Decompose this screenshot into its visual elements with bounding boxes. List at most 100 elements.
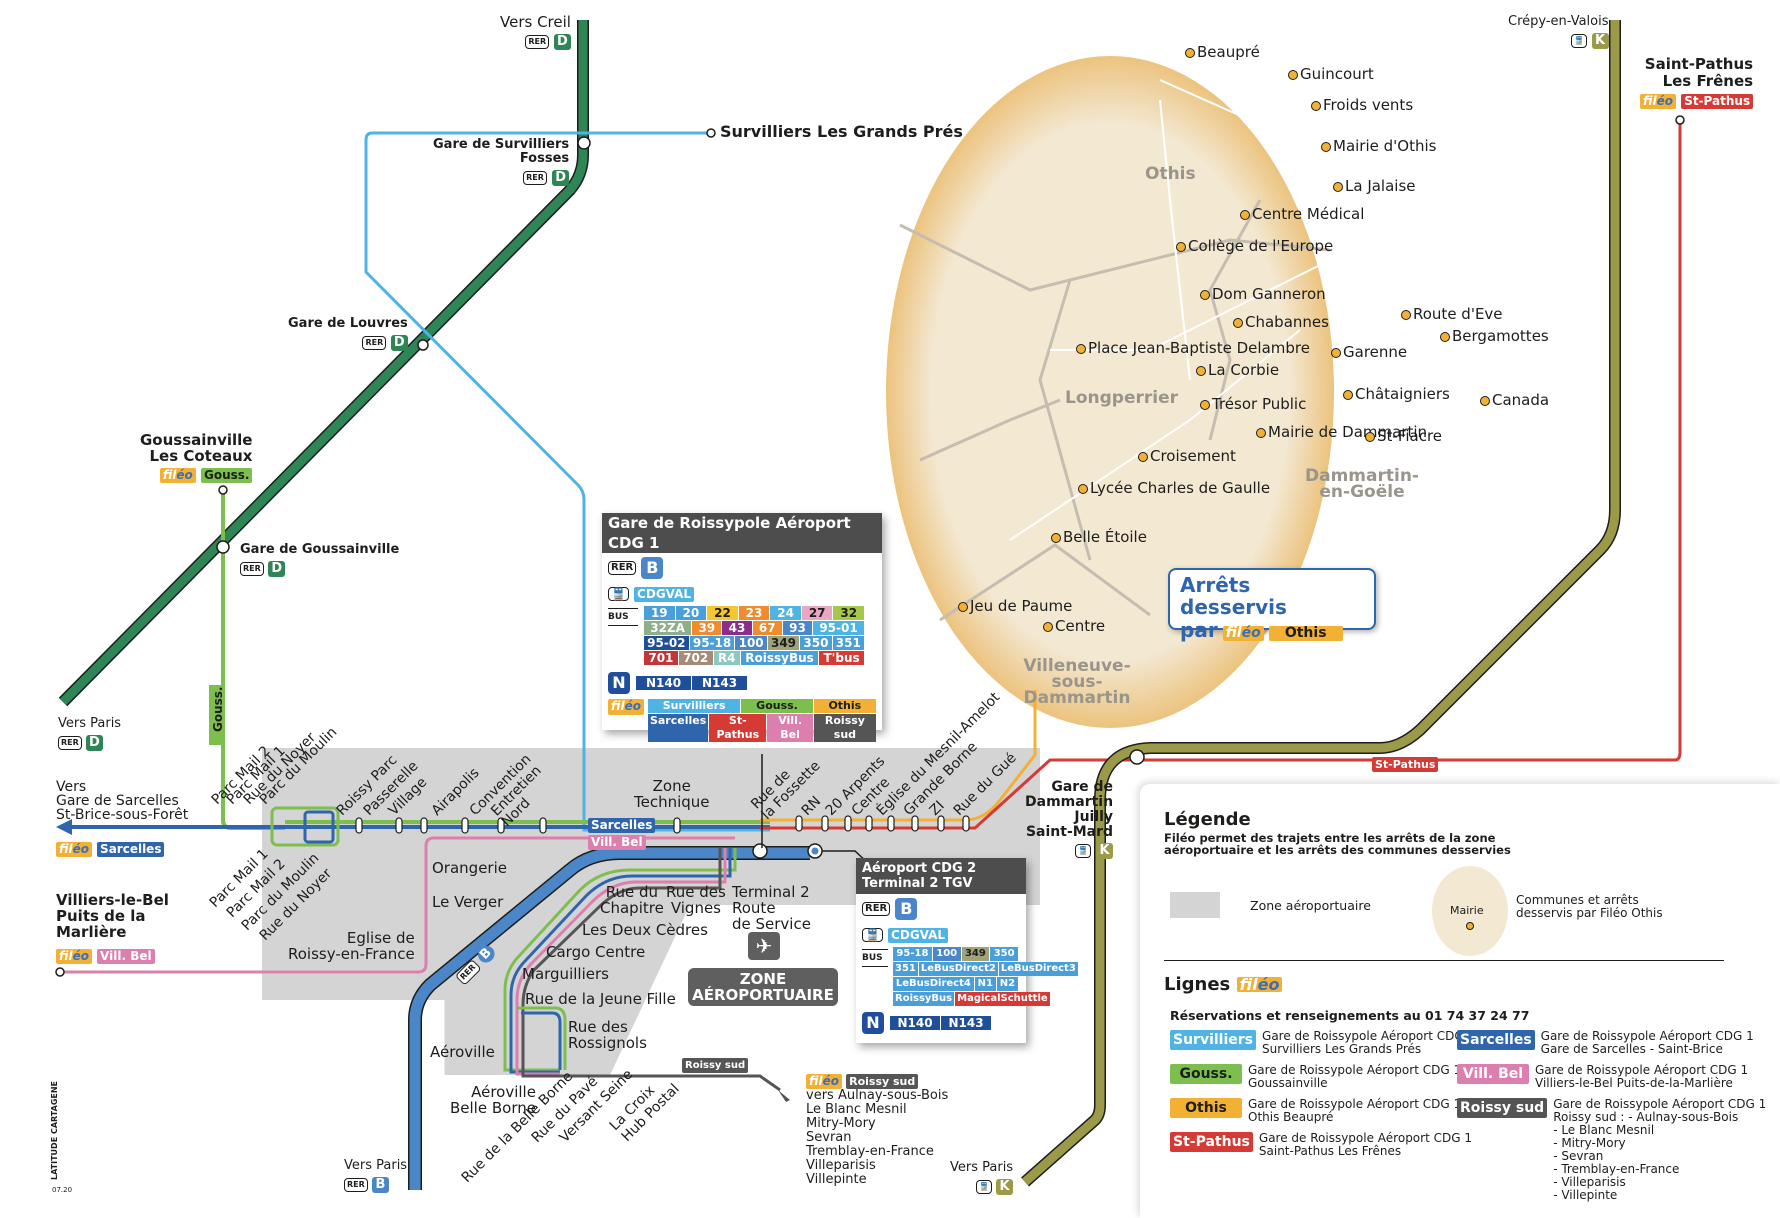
line-badge: 350	[990, 947, 1018, 961]
cdgval-badge: CDGVAL	[888, 928, 949, 943]
stop-dot-icon	[1043, 622, 1053, 632]
rer-icon: RER	[344, 1178, 368, 1192]
fileo-logo: filéo	[806, 1074, 842, 1089]
rer-k-badge: K	[996, 1179, 1014, 1195]
line-badge: 23	[738, 606, 770, 620]
othis-stop[interactable]: Jeu de Paume	[970, 597, 1073, 615]
stop-les-deux-cedres[interactable]: Les Deux Cèdres	[582, 921, 708, 939]
othis-stop[interactable]: Trésor Public	[1212, 395, 1307, 413]
othis-stop[interactable]: St-Fiacre	[1377, 427, 1443, 445]
othis-stop[interactable]: Croisement	[1150, 447, 1236, 465]
othis-stop[interactable]: Place Jean-Baptiste Delambre	[1088, 339, 1310, 357]
line-badge: Survilliers	[647, 699, 741, 713]
othis-stop[interactable]: Dom Ganneron	[1212, 285, 1326, 303]
line-badge: T'bus	[819, 651, 864, 665]
othis-stop[interactable]: Route d'Eve	[1413, 305, 1503, 323]
rer-d-badge: D	[553, 33, 571, 50]
roissy-sud-badge: Roissy sud	[846, 1074, 919, 1089]
commune-swatch: Mairie	[1432, 866, 1508, 956]
rer-icon: RER	[362, 336, 387, 350]
zone-aeroportuaire-label: ZONE AÉROPORTUAIRE	[688, 968, 838, 1006]
othis-stop[interactable]: Collège de l'Europe	[1188, 237, 1334, 255]
credit-brand: LATITUDE CARTAGENE	[50, 1080, 59, 1180]
othis-stop[interactable]: Centre	[1055, 617, 1106, 635]
station-survilliers-grands-pres[interactable]: Survilliers Les Grands Prés	[720, 122, 963, 141]
line-description: Gare de Roissypole Aéroport CDG 1 Survil…	[1262, 1029, 1475, 1056]
stop-marguilliers[interactable]: Marguilliers	[522, 965, 609, 983]
othis-stop[interactable]: Belle Étoile	[1063, 528, 1147, 546]
stop-aeroville[interactable]: Aéroville	[430, 1043, 495, 1061]
line-badge: N1	[974, 977, 996, 991]
station-card-cdg1[interactable]: Gare de Roissypole Aéroport CDG 1 RER B …	[602, 513, 882, 742]
othis-stop[interactable]: Beaupré	[1197, 43, 1260, 61]
rer-k-north-dest: Crépy-en-Valois 🚆 K	[1508, 14, 1609, 49]
othis-stop[interactable]: La Corbie	[1208, 361, 1280, 379]
line-badge: 349	[767, 636, 800, 650]
stop-rue-de-la-jeune-fille[interactable]: Rue de la Jeune Fille	[525, 990, 676, 1008]
line-badge: 95-01	[813, 621, 864, 635]
othis-stop[interactable]: Mairie de Dammartin	[1268, 423, 1428, 441]
stop-dot-icon	[1321, 142, 1331, 152]
line-badge: 95-18	[689, 636, 735, 650]
station-goussainville[interactable]: Gare de Goussainville RER D	[240, 542, 400, 577]
stop-orangerie[interactable]: Orangerie	[432, 859, 507, 877]
zone-label: Zone aéroportuaire	[1250, 898, 1371, 913]
legend-line-item: Gouss.Gare de Roissypole Aéroport CDG 1 …	[1170, 1064, 1461, 1090]
othis-stop[interactable]: Guincourt	[1300, 65, 1374, 83]
othis-stop[interactable]: Châtaigniers	[1355, 385, 1450, 403]
othis-stop[interactable]: Lycée Charles de Gaulle	[1090, 479, 1271, 497]
town-label: Dammartin-en-Goële	[1305, 466, 1419, 502]
othis-stop[interactable]: Mairie d'Othis	[1333, 137, 1437, 155]
callout-line2: par	[1180, 618, 1218, 642]
rer-d-badge: D	[552, 169, 570, 186]
othis-stop[interactable]: Bergamottes	[1452, 327, 1549, 345]
rer-b-badge: B	[371, 1177, 389, 1193]
sarcelles-tag-group: filéo Sarcelles	[56, 838, 165, 857]
noctilien-icon: N	[608, 672, 630, 694]
gouss-badge: Gouss.	[201, 468, 253, 483]
stop-dot-icon	[1076, 344, 1086, 354]
line-tag: Sarcelles	[1457, 1030, 1535, 1050]
stop-dot-icon	[1401, 310, 1411, 320]
line-tag: Vill. Bel	[1457, 1064, 1529, 1084]
stop-dot-icon	[1333, 182, 1343, 192]
othis-stop[interactable]: La Jalaise	[1345, 177, 1416, 195]
line-badge: 350	[800, 636, 832, 650]
rer-icon: RER	[240, 562, 264, 576]
othis-stop[interactable]: Froids vents	[1323, 96, 1414, 114]
line-description: Gare de Roissypole Aéroport CDG 1 Saint-…	[1258, 1131, 1472, 1158]
line-badge: 95-18	[893, 947, 932, 961]
stop-le-verger[interactable]: Le Verger	[432, 893, 504, 911]
othis-stop[interactable]: Canada	[1492, 391, 1550, 409]
othis-stop[interactable]: Centre Médical	[1252, 205, 1365, 223]
noctilien-line: N143	[692, 676, 747, 690]
train-icon: 🚆	[608, 586, 629, 601]
line-tag: Survilliers	[1170, 1030, 1257, 1050]
othis-stop[interactable]: Chabannes	[1245, 313, 1329, 331]
line-badge: 351	[893, 962, 918, 976]
line-tag: St-Pathus	[1170, 1132, 1253, 1152]
station-louvres[interactable]: Gare de Louvres RER D	[288, 316, 408, 351]
stop-dot-icon	[1311, 101, 1321, 111]
stop-dot-icon	[1138, 452, 1148, 462]
train-icon: 🚆	[975, 1180, 992, 1194]
roissy-sud-destinations: filéo Roissy sud vers Aulnay-sous-Bois L…	[806, 1074, 949, 1187]
othis-stop[interactable]: Garenne	[1343, 343, 1408, 361]
stop-cargo-centre[interactable]: Cargo Centre	[546, 943, 646, 961]
